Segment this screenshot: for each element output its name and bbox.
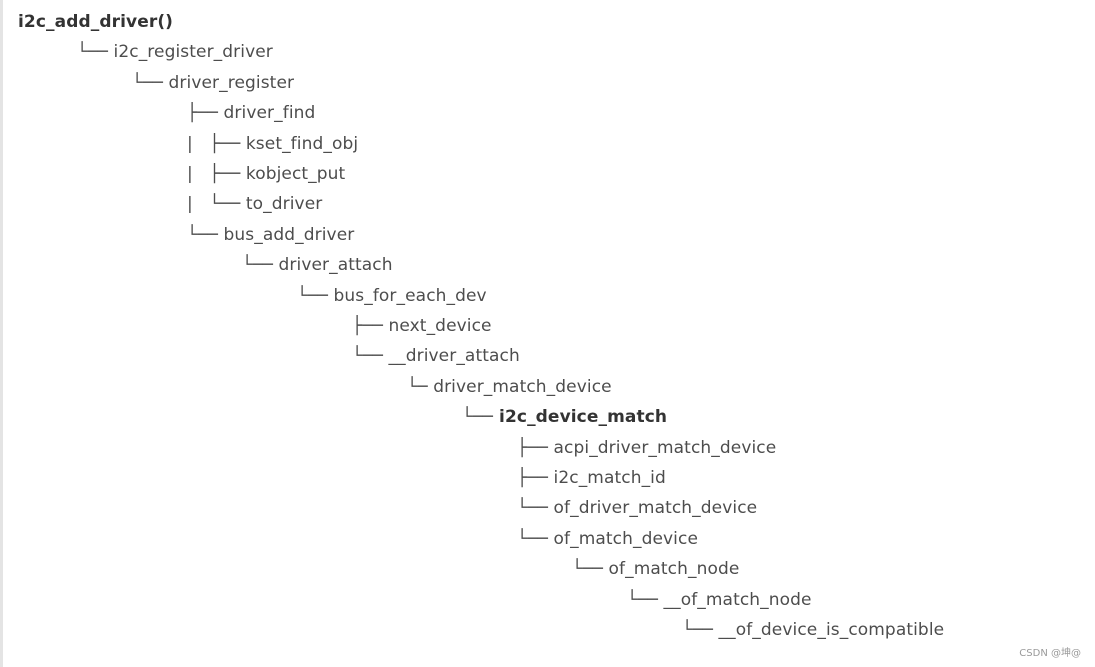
tree-node: ├── i2c_match_id <box>517 463 666 493</box>
watermark: CSDN @坤@ <box>1019 648 1081 659</box>
tree-node: | ├── kobject_put <box>187 159 345 189</box>
tree-branch: └── <box>627 589 664 610</box>
tree-node: ├── next_device <box>352 311 492 341</box>
tree-branch: └── <box>242 255 279 276</box>
tree-branch: └── <box>572 559 609 580</box>
tree-node: └── bus_add_driver <box>187 220 354 250</box>
tree-branch: └── <box>77 42 114 63</box>
tree-node-label: of_match_node <box>608 559 740 580</box>
tree-node-label: bus_for_each_dev <box>333 285 487 306</box>
tree-branch: └── <box>682 620 719 640</box>
tree-node: ├── acpi_driver_match_device <box>517 433 776 463</box>
tree-node-label: driver_attach <box>278 255 393 276</box>
tree-branch: | ├── <box>187 133 246 154</box>
tree-branch: └─ <box>407 376 434 397</box>
tree-node: └── __driver_attach <box>352 341 520 371</box>
tree-node-label: i2c_device_match <box>499 407 668 428</box>
tree-branch: └── <box>352 346 389 367</box>
tree-node: └── of_match_node <box>572 554 739 584</box>
tree-branch: └── <box>297 285 334 306</box>
tree-branch: └── <box>187 224 224 245</box>
tree-node-label: i2c_register_driver <box>113 42 273 63</box>
tree-node-label: kobject_put <box>245 164 346 184</box>
tree-node-label: next_device <box>388 316 492 336</box>
tree-node: └── bus_for_each_dev <box>297 281 487 311</box>
tree-node-label: bus_add_driver <box>223 224 355 245</box>
tree-node: i2c_add_driver() <box>18 7 173 37</box>
tree-node-label: to_driver <box>245 194 323 215</box>
tree-branch: ├── <box>352 316 389 336</box>
tree-node: └─ driver_match_device <box>407 372 612 402</box>
tree-branch: | ├── <box>187 164 246 184</box>
tree-node: └── driver_attach <box>242 250 393 280</box>
tree-node: └── __of_device_is_compatible <box>682 615 944 645</box>
tree-node: └── i2c_register_driver <box>77 37 273 67</box>
tree-node-label: driver_find <box>223 103 316 124</box>
tree-branch: └── <box>517 498 554 519</box>
tree-branch: ├── <box>517 468 554 488</box>
tree-node-label: driver_match_device <box>433 376 612 397</box>
tree-node-label: of_match_device <box>553 528 699 549</box>
tree-node: | ├── kset_find_obj <box>187 129 358 159</box>
tree-branch: └── <box>462 407 500 428</box>
tree-node: └── driver_register <box>132 68 294 98</box>
tree-branch: ├── <box>517 437 554 458</box>
tree-node: └── of_match_device <box>517 524 698 554</box>
tree-node-label: __driver_attach <box>388 346 520 367</box>
tree-node-label: of_driver_match_device <box>553 498 758 519</box>
tree-node: ├── driver_find <box>187 98 315 128</box>
tree-node-label: driver_register <box>168 72 295 93</box>
tree-node: └── of_driver_match_device <box>517 493 757 523</box>
tree-node-label: i2c_match_id <box>553 468 666 488</box>
tree-branch: └── <box>132 72 169 93</box>
tree-branch: └── <box>517 528 554 549</box>
tree-branch: | └── <box>187 194 246 215</box>
tree-node-label: __of_device_is_compatible <box>718 620 945 640</box>
tree-node: | └── to_driver <box>187 189 322 219</box>
tree-node: └── __of_match_node <box>627 585 812 615</box>
tree-node-label: __of_match_node <box>663 589 812 610</box>
tree-node-label: acpi_driver_match_device <box>553 437 777 458</box>
tree-branch: ├── <box>187 103 224 124</box>
tree-node-label: i2c_add_driver() <box>18 12 174 32</box>
tree-node-label: kset_find_obj <box>245 133 359 154</box>
tree-node: └── i2c_device_match <box>462 402 667 432</box>
